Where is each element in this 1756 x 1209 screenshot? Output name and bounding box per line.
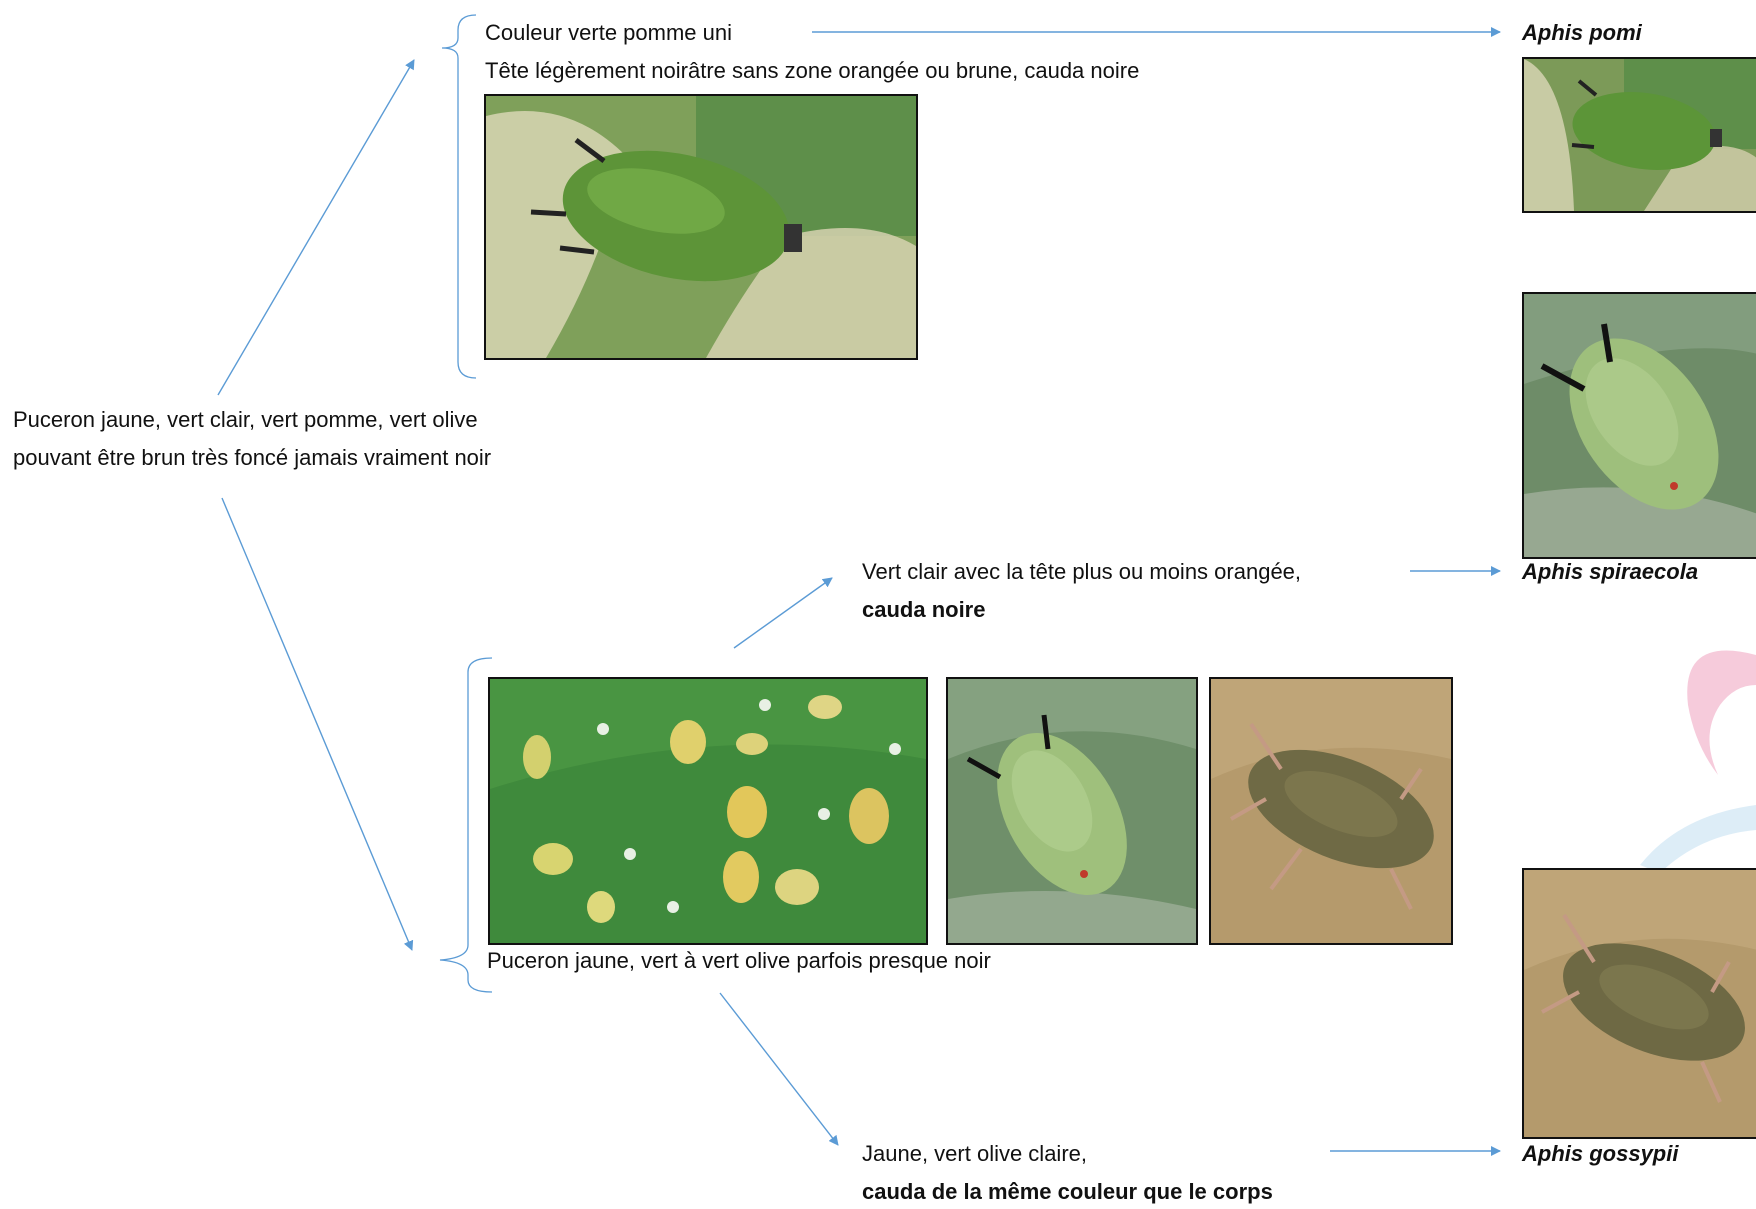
sub-bottom-line2: cauda de la même couleur que le corps xyxy=(862,1177,1273,1207)
top-branch-line2: Tête légèrement noirâtre sans zone orang… xyxy=(485,56,1139,86)
photo-aphis-spiraecola xyxy=(1522,292,1756,559)
photo-green-apple-aphid xyxy=(484,94,918,360)
photo-olive-brown-aphid xyxy=(1209,677,1453,945)
species-aphis-spiraecola: Aphis spiraecola xyxy=(1522,557,1698,587)
sub-top-line2: cauda noire xyxy=(862,595,985,625)
species-aphis-pomi: Aphis pomi xyxy=(1522,18,1642,48)
photo-yellow-aphid-colony xyxy=(488,677,928,945)
root-text-line1: Puceron jaune, vert clair, vert pomme, v… xyxy=(13,405,478,435)
photo-light-green-aphid xyxy=(946,677,1198,945)
brace-bottom xyxy=(440,658,492,992)
top-branch-line1: Couleur verte pomme uni xyxy=(485,18,732,48)
bottom-branch-caption: Puceron jaune, vert à vert olive parfois… xyxy=(487,946,991,976)
faded-logo xyxy=(1640,615,1756,875)
arrow-bottom-to-subbottom xyxy=(720,993,838,1145)
photo-aphis-gossypii xyxy=(1522,868,1756,1139)
sub-bottom-line1: Jaune, vert olive claire, xyxy=(862,1139,1087,1169)
arrow-root-to-bottom xyxy=(222,498,412,950)
arrow-bottom-to-subtop xyxy=(734,578,832,648)
arrow-root-to-top xyxy=(218,60,414,395)
species-aphis-gossypii: Aphis gossypii xyxy=(1522,1139,1678,1169)
brace-top xyxy=(442,15,476,378)
sub-top-line1: Vert clair avec la tête plus ou moins or… xyxy=(862,557,1301,587)
root-text-line2: pouvant être brun très foncé jamais vrai… xyxy=(13,443,491,473)
photo-aphis-pomi xyxy=(1522,57,1756,213)
